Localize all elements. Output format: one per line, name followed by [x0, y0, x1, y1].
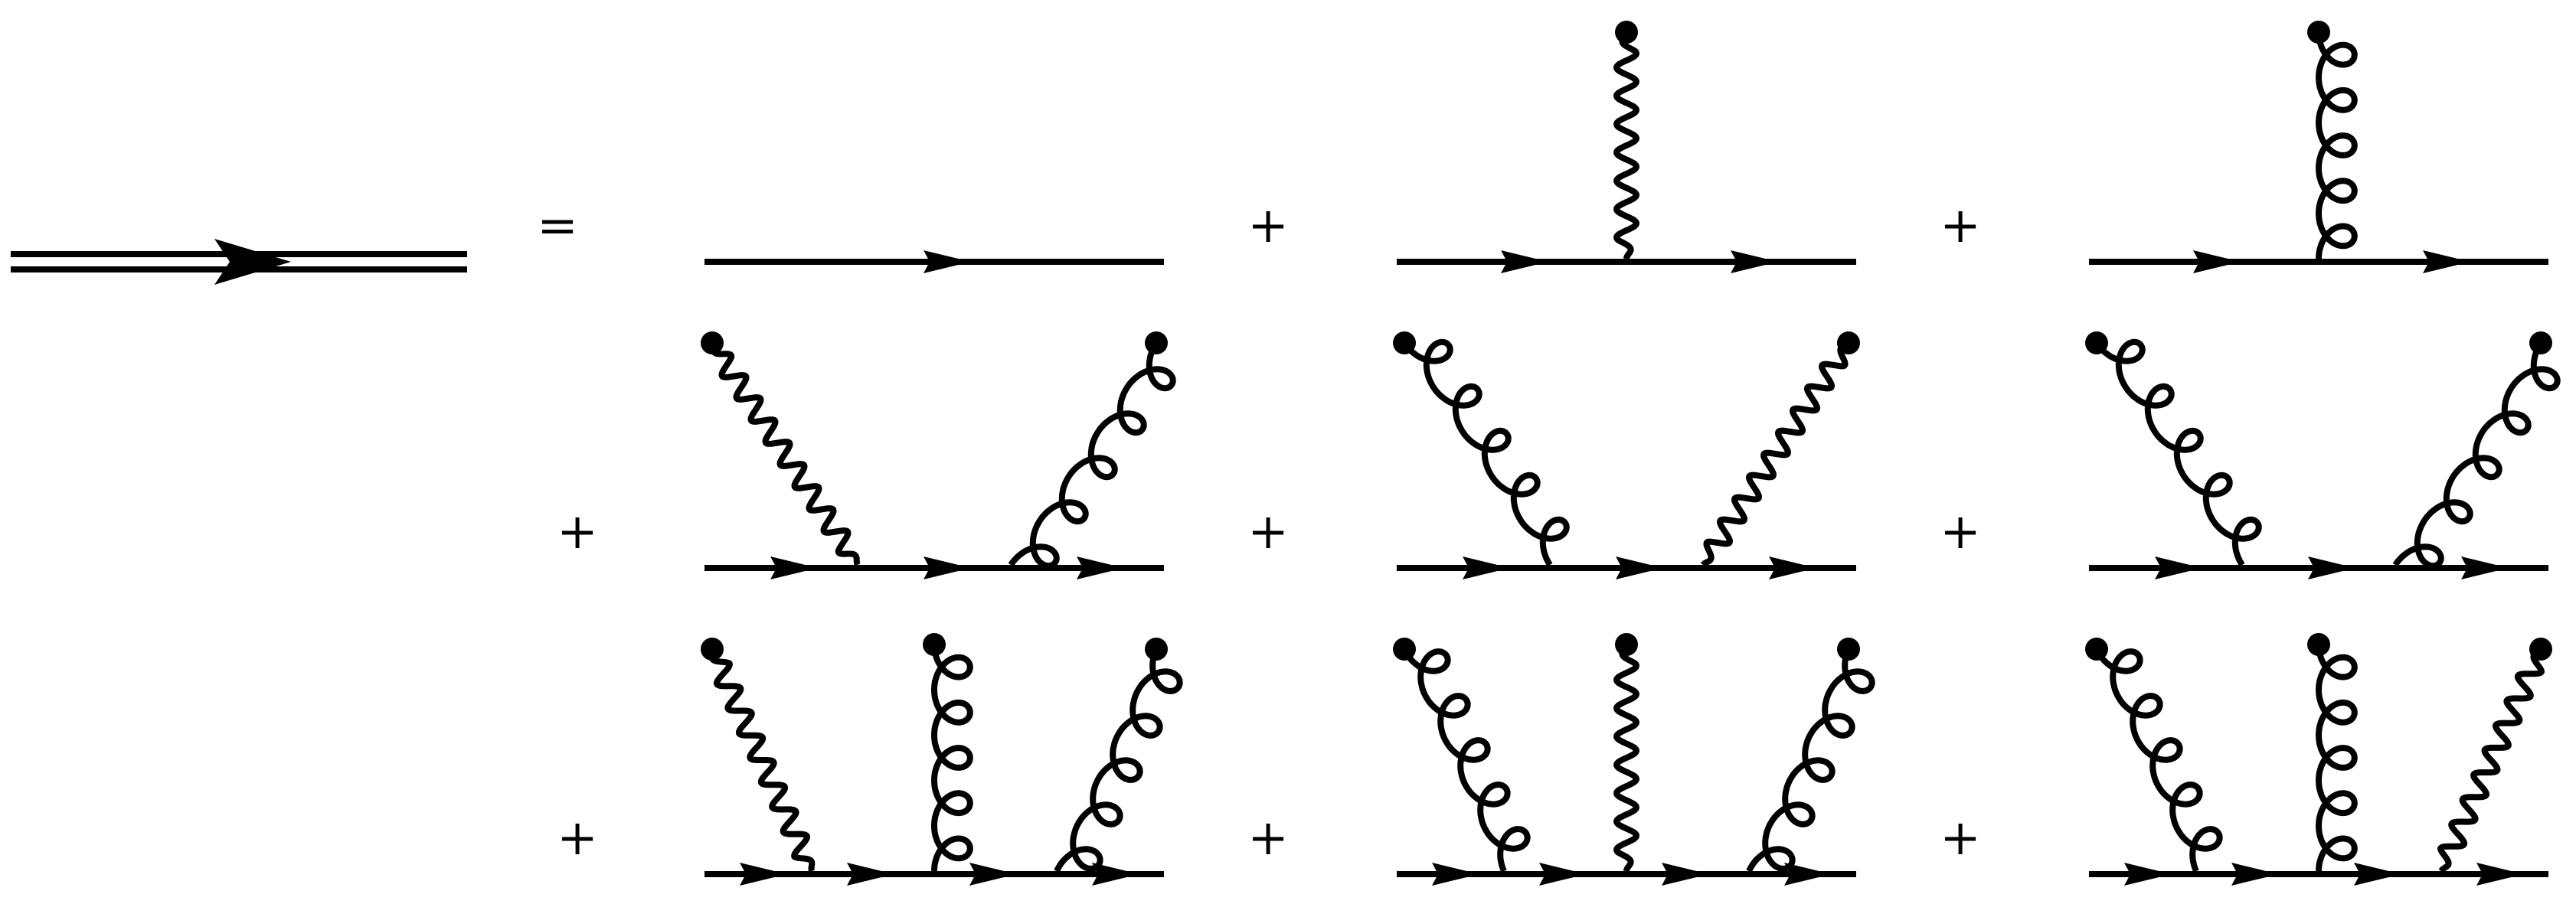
plus-sign: + — [1940, 810, 1981, 866]
photon-line — [708, 647, 816, 873]
photon-line — [709, 341, 861, 567]
gluon-line — [1401, 648, 1531, 873]
diagram-term-6 — [2085, 331, 2561, 579]
source-dot-icon — [701, 638, 724, 661]
diagram-term-1 — [704, 250, 1164, 273]
plus-sign: + — [557, 810, 598, 866]
propagator-arrow-icon — [1501, 250, 1548, 273]
gluon-line — [2316, 31, 2358, 260]
propagator-arrow-icon — [847, 863, 894, 886]
source-dot-icon — [701, 331, 724, 354]
source-dot-icon — [2529, 331, 2552, 354]
gluon-line — [1401, 338, 1570, 567]
expansion-terms — [701, 21, 2561, 886]
propagator-arrow-icon — [1432, 863, 1479, 886]
propagator-arrow-icon — [2476, 863, 2524, 886]
propagator-arrow-icon — [969, 863, 1017, 886]
gluon-line — [1746, 648, 1875, 873]
source-dot-icon — [2085, 331, 2108, 354]
propagator-arrow-icon — [2423, 250, 2470, 273]
photon-line — [1700, 341, 1852, 567]
source-dot-icon — [2085, 638, 2108, 661]
gluon-line — [1054, 648, 1183, 873]
propagator-arrow-icon — [2354, 863, 2401, 886]
plus-sign: + — [1940, 197, 1981, 254]
propagator-arrow-icon — [1784, 863, 1832, 886]
gluon-line — [1008, 341, 1176, 569]
diagram-term-2 — [1397, 21, 1856, 273]
source-dot-icon — [2529, 638, 2552, 661]
source-dot-icon — [1837, 638, 1860, 661]
propagator-arrow-icon — [924, 250, 971, 273]
source-dot-icon — [2307, 633, 2330, 656]
gluon-line — [2316, 643, 2358, 873]
source-dot-icon — [1393, 638, 1416, 661]
plus-sign: + — [1247, 810, 1289, 866]
propagator-arrow-icon — [770, 556, 818, 579]
propagator-arrow-icon — [1662, 863, 1709, 886]
propagator-arrow-icon — [1077, 556, 1124, 579]
source-dot-icon — [2307, 21, 2330, 44]
propagator-arrow-icon — [740, 863, 787, 886]
plus-sign: + — [1247, 504, 1289, 560]
propagator-arrow-icon — [2231, 863, 2279, 886]
diagram-term-7 — [701, 633, 1183, 886]
source-dot-icon — [1615, 633, 1638, 656]
propagator-arrow-icon — [2461, 556, 2509, 579]
propagator-arrow-icon — [1463, 556, 1510, 579]
diagram-term-3 — [2089, 21, 2548, 273]
dressed-propagator — [11, 239, 467, 285]
gluon-line — [2094, 648, 2223, 873]
propagator-arrow-icon — [1616, 556, 1663, 579]
plus-sign: + — [1247, 197, 1289, 254]
source-dot-icon — [1145, 638, 1168, 661]
propagator-arrow-icon — [924, 556, 971, 579]
equals-sign: = — [537, 197, 578, 254]
dressed-propagator-arrow-icon — [214, 239, 291, 285]
photon-line — [1613, 30, 1639, 261]
source-dot-icon — [923, 633, 946, 656]
source-dot-icon — [1615, 21, 1638, 44]
propagator-arrow-icon — [1731, 250, 1778, 273]
plus-sign: + — [1940, 504, 1981, 560]
gluon-line — [931, 643, 973, 873]
propagator-arrow-icon — [1539, 863, 1587, 886]
propagator-arrow-icon — [2124, 863, 2172, 886]
plus-sign: + — [557, 504, 598, 560]
diagram-term-9 — [2085, 633, 2552, 886]
propagator-arrow-icon — [1092, 863, 1139, 886]
diagram-term-4 — [701, 331, 1176, 579]
propagator-arrow-icon — [2155, 556, 2202, 579]
source-dot-icon — [1145, 331, 1168, 354]
propagator-arrow-icon — [2308, 556, 2355, 579]
propagator-arrow-icon — [2193, 250, 2241, 273]
photon-line — [2437, 647, 2545, 873]
gluon-line — [2392, 341, 2561, 569]
source-dot-icon — [1837, 331, 1860, 354]
diagram-term-5 — [1393, 331, 1860, 579]
gluon-line — [2094, 338, 2262, 567]
diagram-term-8 — [1393, 633, 1875, 886]
propagator-arrow-icon — [1769, 556, 1816, 579]
source-dot-icon — [1393, 331, 1416, 354]
photon-line — [1613, 642, 1639, 873]
